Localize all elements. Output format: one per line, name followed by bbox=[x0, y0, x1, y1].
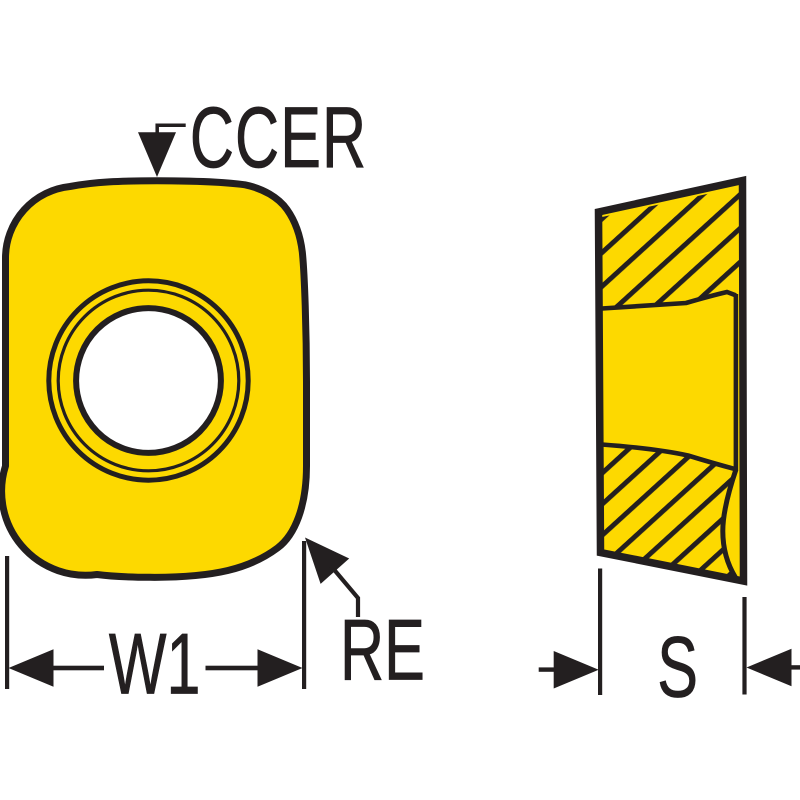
svg-text:S: S bbox=[657, 618, 698, 715]
svg-text:CCER: CCER bbox=[190, 89, 367, 186]
svg-text:W1: W1 bbox=[109, 615, 201, 712]
svg-text:RE: RE bbox=[340, 601, 425, 698]
